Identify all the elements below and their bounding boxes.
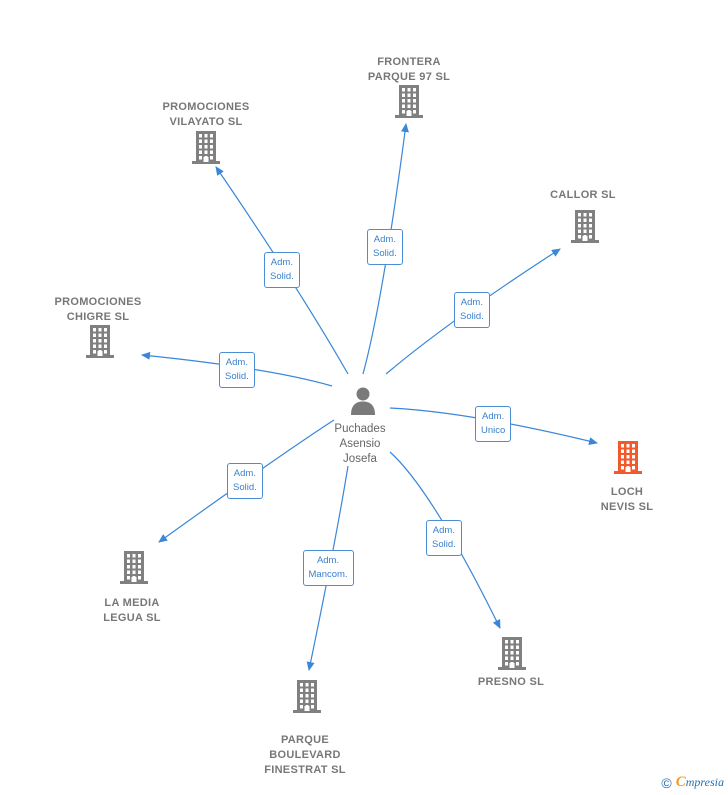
company-name-loch[interactable]: LOCH NEVIS SL — [600, 486, 654, 513]
role-label-presno: Adm. Solid. — [426, 520, 462, 556]
brand-name: mpresia — [685, 775, 724, 789]
building-icon-vilayato[interactable] — [190, 129, 222, 170]
building-icon-chigre[interactable] — [84, 323, 116, 364]
building-icon-presno[interactable] — [496, 635, 528, 676]
person-icon[interactable] — [348, 386, 378, 421]
company-name-callor[interactable]: CALLOR SL — [550, 189, 616, 201]
role-label-callor: Adm. Solid. — [454, 292, 490, 328]
edge-media — [158, 419, 335, 543]
company-name-vilayato[interactable]: PROMOCIONES VILAYATO SL — [162, 101, 250, 128]
building-icon-frontera[interactable] — [393, 83, 425, 124]
building-icon-media[interactable] — [118, 549, 150, 590]
role-label-parque: Adm. Mancom. — [302, 550, 354, 586]
edge-frontera — [362, 123, 409, 375]
edge-presno — [389, 451, 501, 629]
company-name-presno[interactable]: PRESNO SL — [477, 676, 545, 688]
company-name-media[interactable]: LA MEDIA LEGUA SL — [103, 597, 161, 624]
person-name[interactable]: Puchades Asensio Josefa — [334, 423, 386, 465]
brand-logo-letter: C — [675, 774, 686, 790]
role-label-chigre: Adm. Solid. — [219, 352, 255, 388]
role-label-vilayato: Adm. Solid. — [264, 252, 300, 288]
role-label-frontera: Adm. Solid. — [367, 229, 403, 265]
footer-brand: © Cmpresia — [661, 774, 724, 791]
building-icon-parque[interactable] — [291, 678, 323, 719]
company-name-parque[interactable]: PARQUE BOULEVARD FINESTRAT SL — [264, 734, 346, 776]
company-name-chigre[interactable]: PROMOCIONES CHIGRE SL — [54, 296, 142, 323]
copyright-icon: © — [661, 774, 672, 791]
role-label-media: Adm. Solid. — [227, 463, 263, 499]
building-icon-callor[interactable] — [569, 208, 601, 249]
company-name-frontera[interactable]: FRONTERA PARQUE 97 SL — [367, 56, 451, 83]
role-label-loch: Adm. Unico — [475, 406, 512, 442]
building-icon-loch[interactable] — [612, 439, 644, 480]
